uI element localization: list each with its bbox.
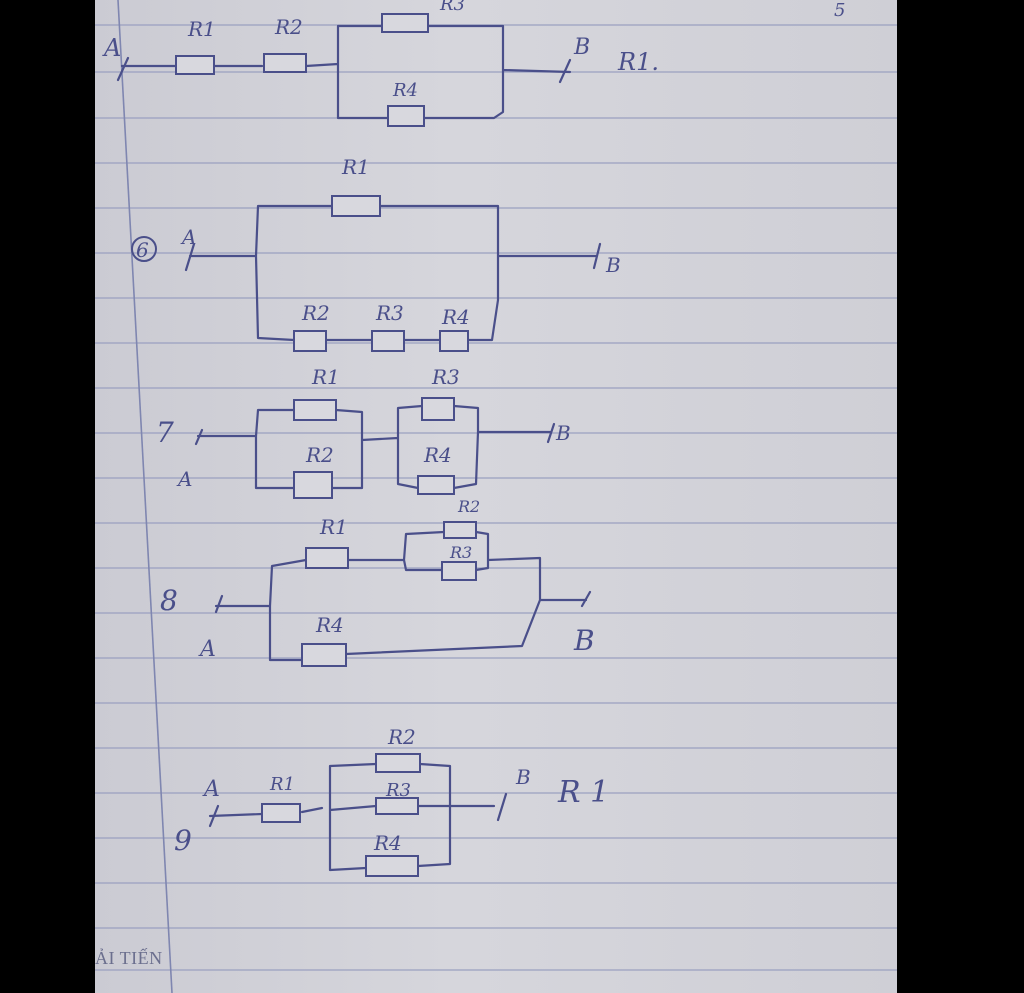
c8-number: 8 (160, 584, 178, 617)
margin-line (117, 0, 173, 993)
c7-r1-label: R1 (311, 365, 340, 389)
c8-r2-label: R2 (457, 497, 480, 516)
circuit-9: 9 A R1 R2 R3 R4 B R 1 (174, 725, 609, 877)
circuit-6: 6 A R1 R2 R3 R4 B (131, 155, 621, 352)
c9-node-a: A (202, 777, 220, 802)
c6-r2-resistor (293, 330, 327, 352)
c7-node-a: A (176, 467, 192, 491)
c8-r4-resistor (301, 643, 347, 667)
notebook-brand-footer: ẢI TIẾN (95, 948, 163, 968)
c5-r1-resistor (175, 55, 215, 75)
c9-r3-resistor (375, 797, 419, 815)
c5-r3-resistor (381, 13, 429, 33)
c6-number: 6 (136, 238, 149, 262)
c7-node-b: B (555, 421, 571, 445)
c6-r2-label: R2 (301, 301, 330, 325)
c9-number: 9 (174, 824, 192, 857)
c7-r1-resistor (293, 399, 337, 421)
c6-r1-resistor (331, 195, 381, 217)
c5-r2-label: R2 (274, 15, 303, 39)
c5-r2-resistor (263, 53, 307, 73)
c9-r3-label: R3 (385, 780, 411, 801)
c8-node-b: B (573, 624, 595, 657)
c6-r1-label: R1 (341, 155, 370, 179)
c9-r2-resistor (375, 753, 421, 773)
c7-r2-resistor (293, 471, 333, 499)
c9-r1-resistor (261, 803, 301, 823)
c5-r4-resistor (387, 105, 425, 127)
c7-r3-label: R3 (431, 365, 460, 389)
c8-r4-label: R4 (315, 613, 344, 637)
c6-r3-label: R3 (375, 301, 404, 325)
c9-r4-resistor (365, 855, 419, 877)
c5-r4-label: R4 (392, 80, 418, 101)
c7-r2-label: R2 (305, 443, 334, 467)
page-corner-number: 5 (834, 0, 845, 21)
c5-r3-label: R3 (439, 0, 465, 15)
c8-r2-resistor (443, 521, 477, 539)
c8-r1-resistor (305, 547, 349, 569)
c6-number-circle (131, 236, 157, 262)
c5-node-a: A (102, 34, 121, 62)
c7-r3-resistor (421, 397, 455, 421)
c6-r3-resistor (371, 330, 405, 352)
c6-r4-label: R4 (441, 305, 470, 329)
circuit-8: 8 A R1 R2 R3 R4 B (160, 497, 595, 667)
circuit-7: 7 A R1 R2 R3 R4 B (156, 365, 571, 499)
c7-r4-resistor (417, 475, 455, 495)
notebook-page (95, 0, 897, 993)
c9-node-b: B (515, 765, 531, 789)
c9-r2-label: R2 (387, 725, 416, 749)
c5-answer: R1. (617, 48, 659, 76)
c7-number: 7 (156, 416, 174, 449)
c9-r4-label: R4 (373, 831, 402, 855)
c8-r3-resistor (441, 561, 477, 581)
c9-r1-label: R1 (269, 774, 295, 795)
c6-node-b: B (605, 253, 621, 277)
c8-r1-label: R1 (319, 515, 348, 539)
c9-answer: R 1 (557, 775, 609, 810)
c8-node-a: A (198, 637, 216, 662)
circuit-5: A R1 R2 R3 R4 B R1. (102, 0, 659, 127)
c8-r3-label: R3 (449, 543, 472, 562)
c6-r4-resistor (439, 330, 469, 352)
ruled-lines (95, 24, 897, 971)
c5-node-b: B (573, 35, 590, 60)
c6-node-a: A (180, 225, 196, 249)
c5-r1-label: R1 (187, 17, 216, 41)
c7-r4-label: R4 (423, 443, 452, 467)
